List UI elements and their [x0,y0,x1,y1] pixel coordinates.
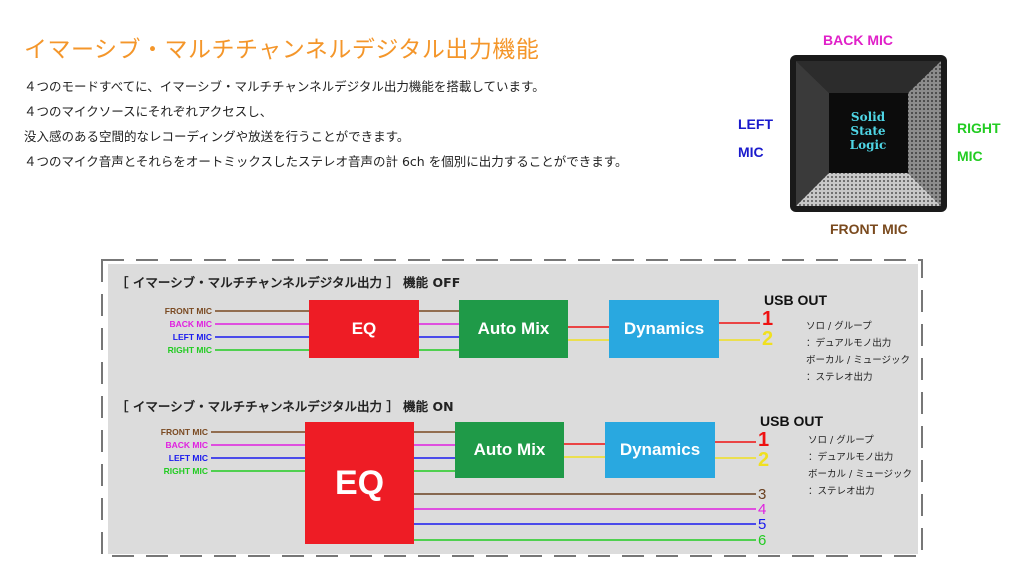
right-mic-label-line-2: MIC [957,148,983,164]
off-note-vocal-music: ボーカル / ミュージック [806,355,911,366]
on-output-2: 2 [758,449,770,471]
on-output-3: 3 [758,486,767,503]
on-note-stereo: ：ステレオ出力 [808,486,875,497]
off-usb-out-label: USB OUT [764,292,827,308]
on-output-4: 4 [758,501,767,518]
on-automix-block: Auto Mix [455,422,564,478]
off-output-2: 2 [762,328,774,350]
off-input-front-mic: FRONT MIC [164,306,212,316]
logo-logic: Logic [850,138,887,152]
on-note-vocal-music: ボーカル / ミュージック [808,469,913,480]
off-input-right-mic: RIGHT MIC [167,345,212,355]
microphone-device-image: Solid State Logic [790,55,947,212]
left-mic-label-line-1: LEFT [738,116,773,132]
off-note-dual-mono: ：デュアルモノ出力 [806,338,892,349]
diagram-border [101,259,923,557]
on-input-back-mic: BACK MIC [165,440,209,450]
off-automix-block: Auto Mix [459,300,568,358]
logo-solid: Solid [851,110,886,124]
description-line-2: ４つのマイクソースにそれぞれアクセスし、 [24,104,273,119]
off-note-stereo: ：ステレオ出力 [806,372,873,383]
on-input-right-mic: RIGHT MIC [163,466,208,476]
off-note-solo-group: ソロ / グループ [806,321,872,332]
left-mic-label-line-2: MIC [738,144,764,160]
off-input-left-mic: LEFT MIC [172,332,212,342]
off-dynamics-block: Dynamics [609,300,719,358]
on-output-1: 1 [758,429,770,451]
off-input-back-mic: BACK MIC [169,319,213,329]
off-signal-lines [215,310,760,351]
logo-state: State [850,124,886,138]
off-eq-block: EQ [309,300,419,358]
right-mic-label-line-1: RIGHT [957,120,1001,136]
description-line-3: 没入感のある空間的なレコーディングや放送を行うことができます。 [24,129,410,144]
on-eq-block: EQ [305,422,414,544]
on-output-5: 5 [758,516,767,533]
on-section-heading: ［ イマーシブ・マルチチャンネルデジタル出力 ］ 機能 ON [116,399,454,414]
page-title: イマーシブ・マルチチャンネルデジタル出力機能 [24,37,540,63]
off-section-heading: ［ イマーシブ・マルチチャンネルデジタル出力 ］ 機能 OFF [116,275,461,290]
front-mic-label: FRONT MIC [830,221,908,237]
on-usb-out-label: USB OUT [760,413,823,429]
description-line-4: ４つのマイク音声とそれらをオートミックスしたステレオ音声の計 6ch を個別に出… [24,154,628,169]
on-output-6: 6 [758,532,767,549]
back-mic-label: BACK MIC [823,32,893,48]
off-output-1: 1 [762,308,774,330]
on-signal-lines [211,431,756,541]
on-dynamics-block: Dynamics [605,422,715,478]
on-input-left-mic: LEFT MIC [168,453,208,463]
on-input-front-mic: FRONT MIC [160,427,208,437]
on-note-dual-mono: ：デュアルモノ出力 [808,452,894,463]
description-line-1: ４つのモードすべてに、イマーシブ・マルチチャンネルデジタル出力機能を搭載していま… [24,79,545,94]
on-note-solo-group: ソロ / グループ [808,435,874,446]
